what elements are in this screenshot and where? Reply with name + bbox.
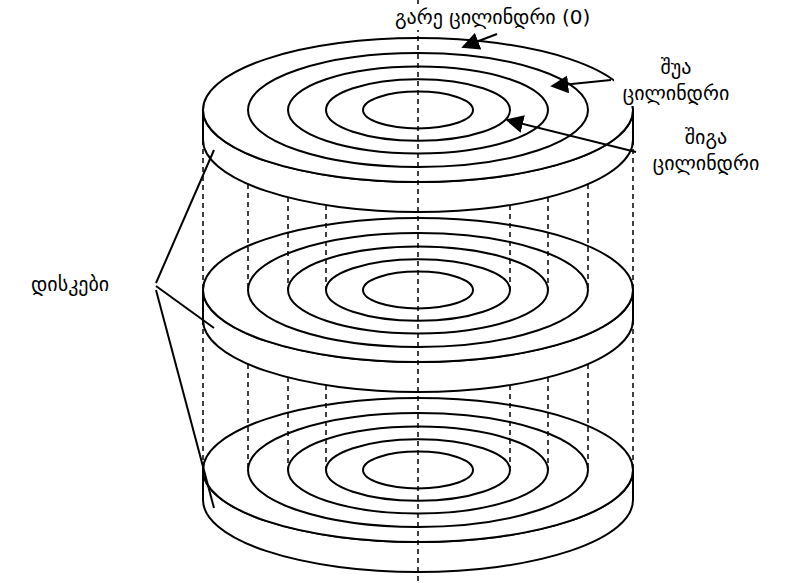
cylinder-label: შიგა ცილინდრი: [639, 124, 773, 176]
cylinder-guide: [547, 377, 549, 470]
cylinder-guide: [509, 205, 511, 290]
leader-line: [156, 290, 214, 508]
leader-line: [156, 150, 214, 283]
cylinder-guide: [325, 205, 327, 290]
cylinder-guide: [202, 140, 204, 290]
cylinder-label: გარე ცილინდრი (0): [392, 4, 593, 30]
leader-arrow: [463, 34, 497, 47]
cylinder-guide: [587, 184, 589, 290]
cylinder-guide: [632, 140, 634, 290]
cylinder-guides: [203, 0, 633, 583]
cylinder-guide: [632, 320, 634, 470]
cylinder-guide: [202, 320, 204, 470]
cylinder-guide: [247, 364, 249, 470]
cylinder-guide: [325, 385, 327, 470]
spindle-axis: [417, 0, 419, 583]
cylinder-guide: [509, 385, 511, 470]
cylinder-guide: [587, 364, 589, 470]
leader-arrow: [507, 120, 636, 152]
cylinder-label: შუა ცილინდრი: [614, 54, 738, 106]
disks-label: დისკები: [28, 271, 112, 297]
leader-lines: [156, 34, 636, 508]
cylinder-guide: [247, 184, 249, 290]
cylinder-guide: [547, 197, 549, 290]
cylinder-guide: [287, 377, 289, 470]
leader-arrow: [552, 80, 611, 86]
cylinder-guide: [287, 197, 289, 290]
